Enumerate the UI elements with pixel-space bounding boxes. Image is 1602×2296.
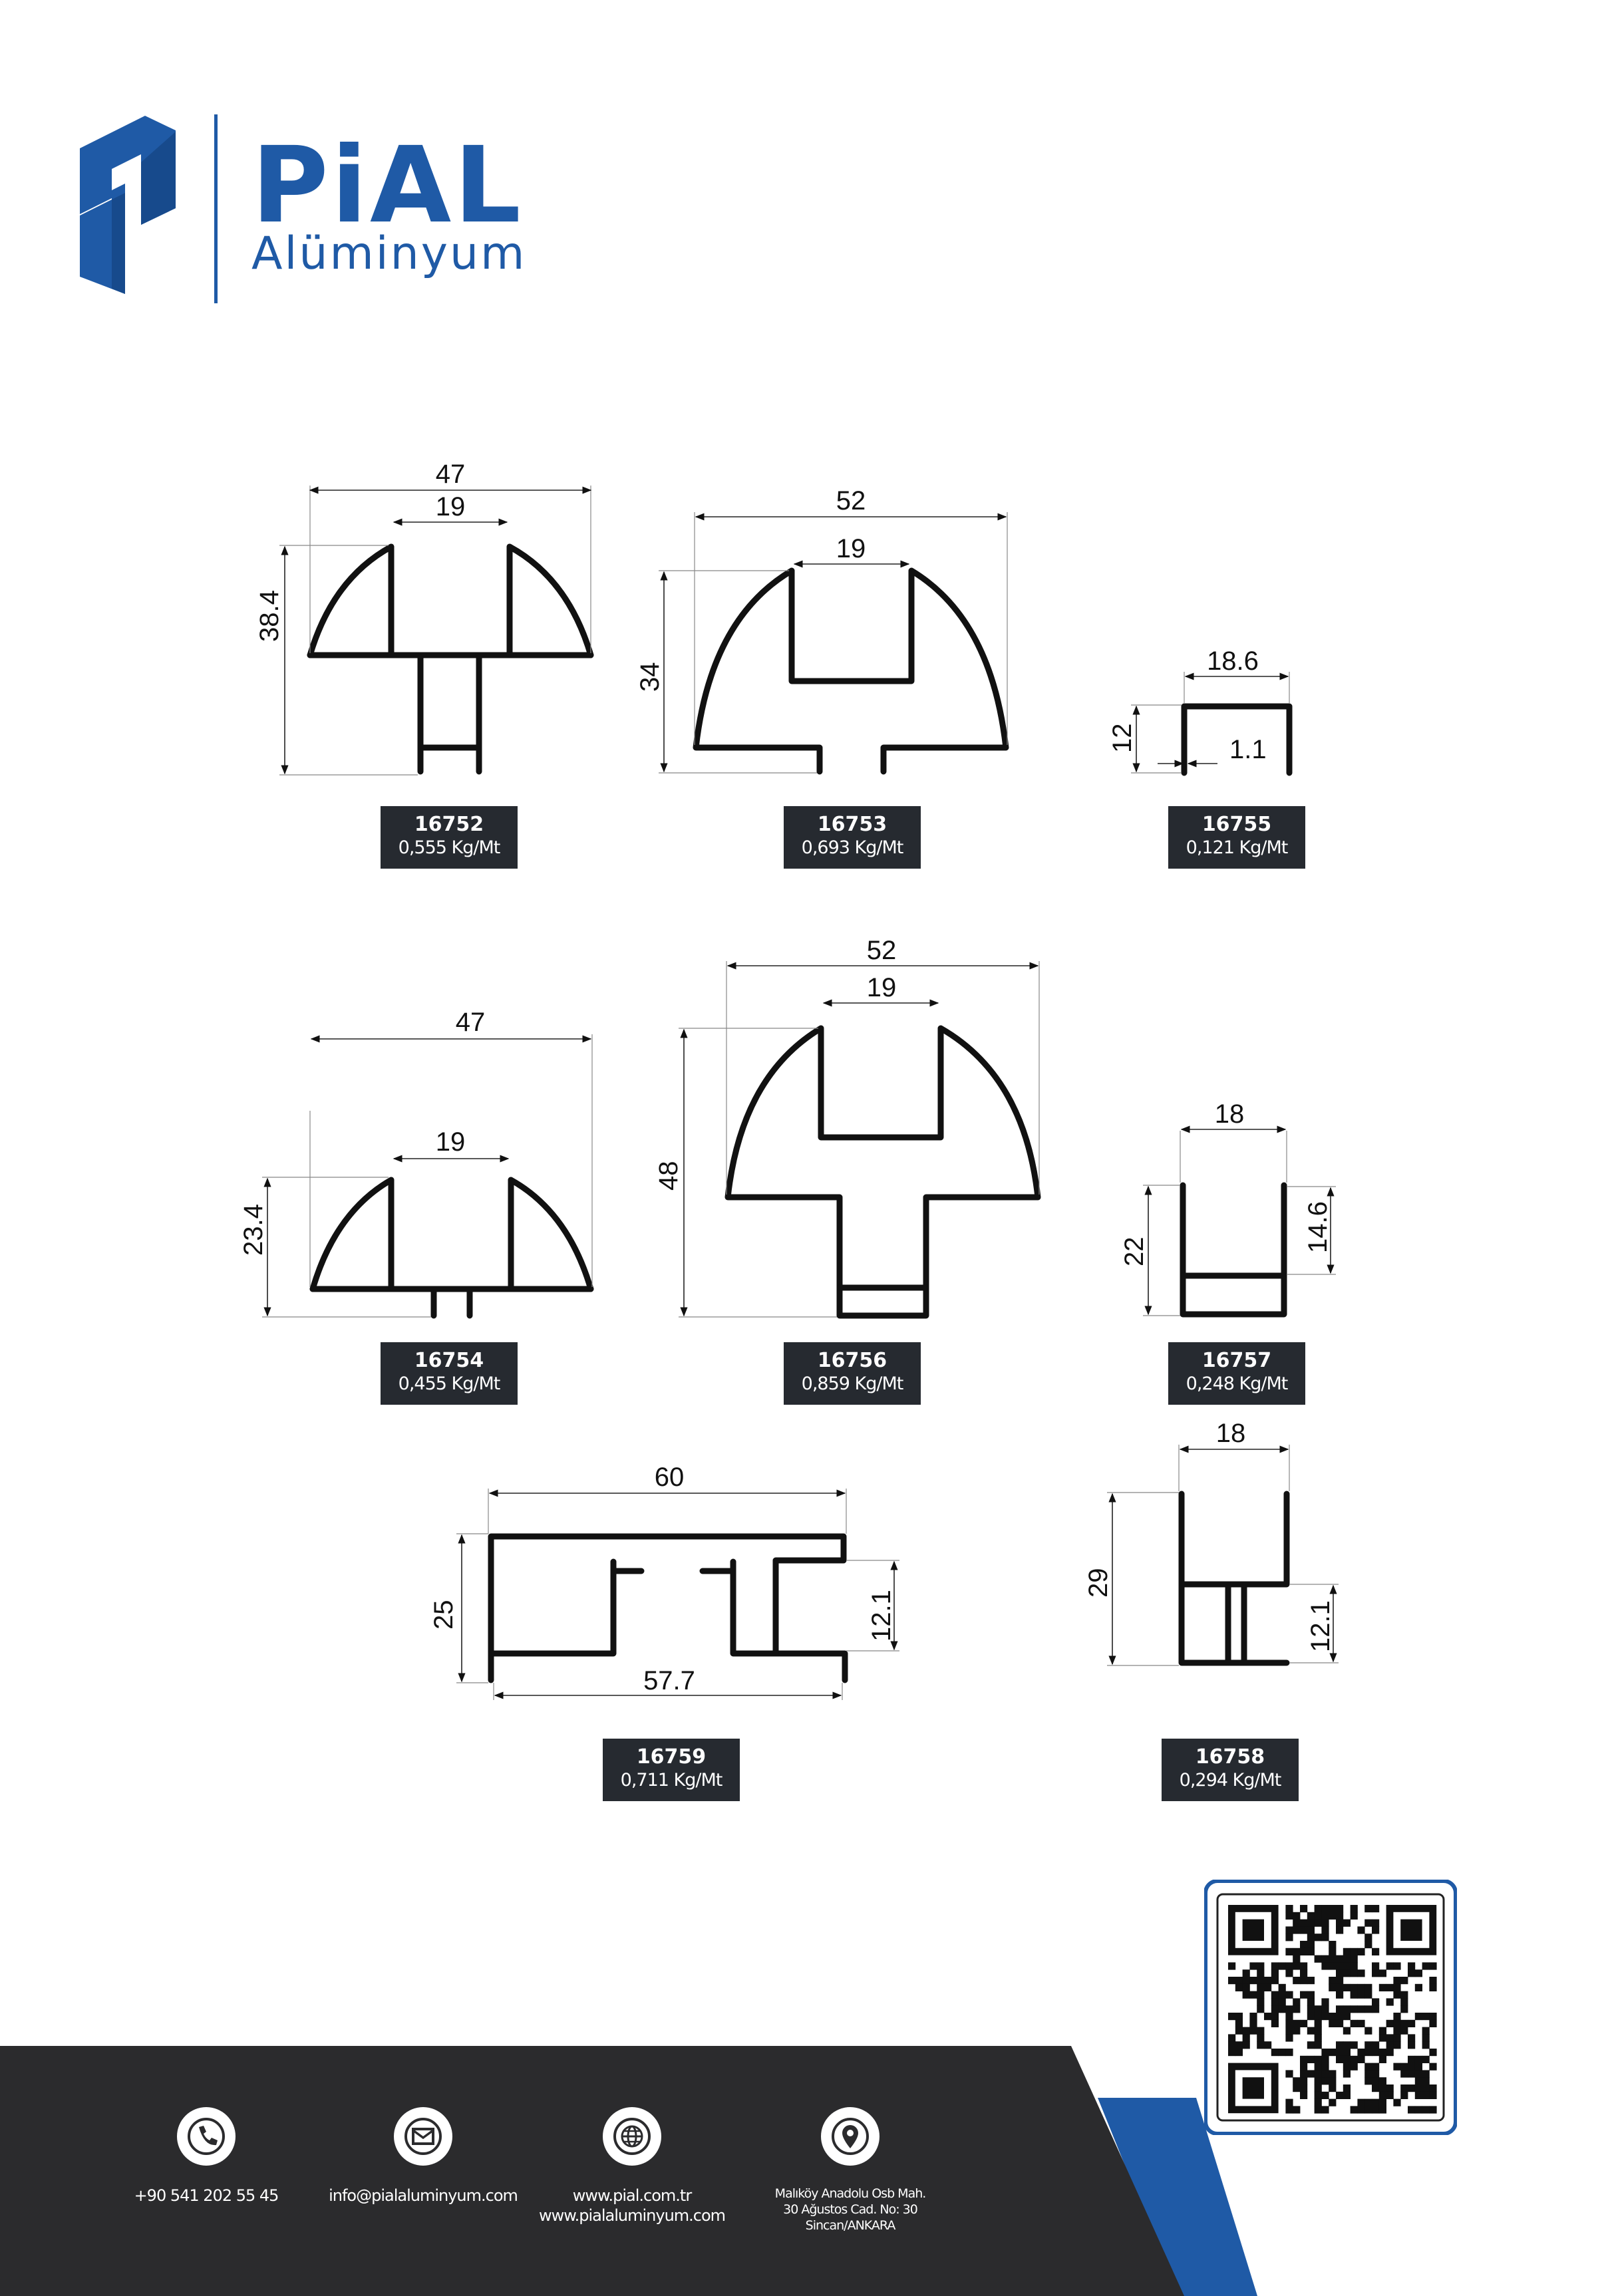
envelope-icon — [394, 2107, 452, 2166]
dim-16755-thickness: 1.1 — [1229, 735, 1267, 764]
profile-drawing-16759 — [456, 1489, 899, 1700]
dim-16752-width: 47 — [436, 460, 466, 489]
dim-16757-height: 22 — [1120, 1237, 1149, 1267]
product-label-16754: 16754 0,455 Kg/Mt — [381, 1342, 518, 1405]
qr-code-icon[interactable] — [1203, 1879, 1458, 2136]
address-line-1: Malıköy Anadolu Osb Mah. — [774, 2186, 927, 2201]
website-secondary[interactable]: www.pialaluminyum.com — [538, 2206, 726, 2225]
profile-drawing-16755 — [1131, 672, 1293, 776]
dim-16753-width: 52 — [836, 486, 866, 515]
dim-16754-height: 23.4 — [239, 1204, 268, 1256]
dim-16753-height: 34 — [635, 662, 665, 692]
dim-16752-slot: 19 — [436, 492, 466, 521]
product-label-16756: 16756 0,859 Kg/Mt — [784, 1342, 921, 1405]
product-weight: 0,248 Kg/Mt — [1186, 1373, 1289, 1394]
product-code: 16757 — [1202, 1349, 1272, 1372]
dim-16754-slot: 19 — [436, 1127, 466, 1157]
product-label-16759: 16759 0,711 Kg/Mt — [603, 1739, 740, 1801]
dim-16756-slot: 19 — [867, 973, 897, 1002]
footer-background — [0, 2046, 1257, 2296]
dim-16759-height: 25 — [429, 1600, 458, 1630]
dim-16753-slot: 19 — [836, 534, 866, 563]
dim-16754-width: 47 — [456, 1008, 486, 1037]
product-weight: 0,859 Kg/Mt — [801, 1373, 904, 1394]
address-line-3: Sincan/ANKARA — [805, 2218, 896, 2233]
globe-icon — [603, 2107, 661, 2166]
dim-16758-height: 29 — [1084, 1568, 1113, 1598]
email-address: info@pialaluminyum.com — [329, 2186, 518, 2205]
product-code: 16758 — [1195, 1745, 1265, 1769]
dim-16756-height: 48 — [654, 1161, 683, 1191]
dim-16757-width: 18 — [1215, 1099, 1245, 1129]
brand-subtitle: Alüminyum — [251, 227, 527, 280]
product-label-16757: 16757 0,248 Kg/Mt — [1168, 1342, 1305, 1405]
profile-drawing-16758 — [1107, 1445, 1339, 1666]
profile-drawing-16757 — [1143, 1125, 1336, 1318]
product-code: 16756 — [817, 1349, 887, 1372]
dim-16755-width: 18.6 — [1207, 646, 1259, 676]
phone-number: +90 541 202 55 45 — [134, 2186, 279, 2205]
contact-email[interactable]: info@pialaluminyum.com — [323, 2107, 523, 2214]
dim-16759-inner-width: 57.7 — [643, 1666, 695, 1695]
dim-16757-inner-height: 14.6 — [1303, 1201, 1333, 1253]
dim-16759-inner-height: 12.1 — [867, 1590, 896, 1642]
profile-drawing-16754 — [262, 1034, 594, 1319]
product-code: 16753 — [817, 813, 887, 836]
address-line-2: 30 Ağustos Cad. No: 30 — [783, 2202, 918, 2217]
brand-logo: PiAL Alüminyum — [73, 112, 552, 311]
website-primary[interactable]: www.pial.com.tr — [572, 2186, 692, 2205]
product-weight: 0,555 Kg/Mt — [398, 837, 501, 858]
profile-drawing-16752 — [279, 486, 594, 776]
product-weight: 0,711 Kg/Mt — [620, 1770, 723, 1791]
product-code: 16752 — [414, 813, 484, 836]
product-weight: 0,294 Kg/Mt — [1179, 1770, 1282, 1791]
footer: +90 541 202 55 45 info@pialaluminyum.com… — [0, 2046, 1602, 2296]
dim-16759-width: 60 — [655, 1463, 685, 1492]
dim-16755-height: 12 — [1108, 724, 1137, 754]
product-label-16755: 16755 0,121 Kg/Mt — [1168, 806, 1305, 869]
product-code: 16755 — [1202, 813, 1272, 836]
product-weight: 0,455 Kg/Mt — [398, 1373, 501, 1394]
product-label-16753: 16753 0,693 Kg/Mt — [784, 806, 921, 869]
product-weight: 0,693 Kg/Mt — [801, 837, 904, 858]
pial-logo-mark-icon — [80, 114, 218, 303]
contact-address: Malıköy Anadolu Osb Mah. 30 Ağustos Cad.… — [757, 2107, 943, 2233]
product-label-16752: 16752 0,555 Kg/Mt — [381, 806, 518, 869]
contact-phone[interactable]: +90 541 202 55 45 — [113, 2107, 299, 2214]
profile-drawing-16753 — [659, 512, 1009, 775]
brand-name: PiAL — [251, 124, 524, 247]
dim-16758-inner-height: 12.1 — [1306, 1600, 1335, 1652]
product-code: 16759 — [636, 1745, 707, 1769]
product-weight: 0,121 Kg/Mt — [1186, 837, 1289, 858]
dim-16752-height: 38.4 — [255, 590, 284, 642]
dim-16756-width: 52 — [867, 936, 897, 965]
contact-website[interactable]: www.pial.com.tr www.pialaluminyum.com — [532, 2107, 732, 2227]
dim-16758-width: 18 — [1216, 1419, 1246, 1448]
phone-icon — [177, 2107, 236, 2166]
profile-drawing-16756 — [679, 961, 1041, 1319]
location-pin-icon — [821, 2107, 880, 2166]
product-label-16758: 16758 0,294 Kg/Mt — [1162, 1739, 1299, 1801]
product-code: 16754 — [414, 1349, 484, 1372]
